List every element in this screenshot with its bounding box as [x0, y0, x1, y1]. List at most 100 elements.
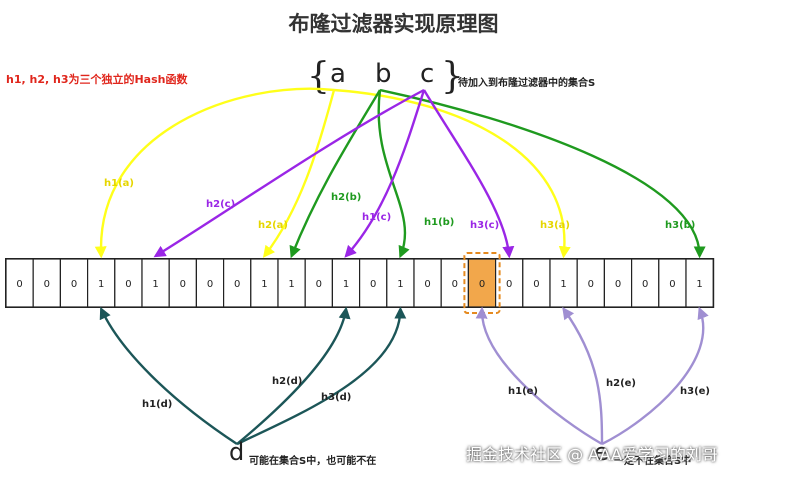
- bit-cell: 1: [86, 258, 116, 308]
- bit-value: 0: [642, 279, 648, 290]
- hash-arrow-d: h3(d): [236, 306, 407, 446]
- hash-arrow-e: h1(e): [475, 306, 603, 446]
- arrow-path: [289, 89, 382, 259]
- arrow-label: h2(c): [206, 199, 235, 210]
- bit-value: 0: [588, 279, 594, 290]
- bit-cell: 1: [685, 258, 714, 308]
- arrow-label: h2(b): [331, 192, 361, 203]
- set-note: 待加入到布隆过滤器中的集合S: [458, 78, 596, 89]
- bit-value: 0: [424, 279, 430, 290]
- arrow-path: [344, 89, 426, 258]
- arrow-path: [562, 307, 604, 445]
- element-d: d: [229, 438, 245, 466]
- bit-value: 1: [261, 279, 267, 290]
- element-d-note: 可能在集合S中，也可能不在: [249, 456, 377, 467]
- bit-cell: 0: [658, 258, 687, 308]
- bit-cell: 0: [59, 258, 89, 308]
- element-c: c: [420, 59, 435, 89]
- bit-cell: 0: [223, 258, 252, 308]
- hash-arrow-c: h3(c): [422, 89, 515, 259]
- element-b: b: [375, 59, 392, 89]
- arrow-path: [153, 88, 425, 258]
- bit-value: 0: [479, 279, 485, 290]
- bit-cell: 0: [359, 258, 388, 308]
- bit-value: 1: [696, 279, 702, 290]
- arrow-path: [377, 89, 410, 259]
- arrow-path: [236, 306, 407, 446]
- bit-value: 0: [180, 279, 186, 290]
- arrow-path: [94, 87, 335, 259]
- bit-cell: 0: [5, 258, 34, 308]
- arrow-label: h3(e): [680, 386, 710, 397]
- bit-value: 1: [560, 279, 566, 290]
- arrow-path: [236, 306, 351, 445]
- arrow-path: [262, 89, 336, 258]
- bit-value: 0: [506, 279, 512, 290]
- right-brace: }: [441, 56, 464, 97]
- bit-cell: 0: [413, 258, 442, 308]
- hash-arrow-d: h2(d): [236, 306, 351, 445]
- bit-value: 1: [288, 279, 294, 290]
- element-a: a: [330, 59, 346, 89]
- bit-cell: 0: [168, 258, 197, 308]
- hash-arrow-c: h1(c): [344, 89, 426, 258]
- bit-cell: 0: [114, 258, 143, 308]
- bit-value: 0: [16, 279, 22, 290]
- arrow-label: h1(d): [142, 399, 172, 410]
- bit-value: 0: [234, 279, 240, 290]
- hash-arrow-e: h2(e): [562, 307, 636, 445]
- bit-value: 1: [98, 279, 104, 290]
- hash-arrow-a: h2(a): [258, 89, 336, 258]
- arrow-label: h3(c): [470, 220, 499, 231]
- bit-value: 0: [316, 279, 322, 290]
- bit-value: 0: [533, 279, 539, 290]
- bit-value: 1: [343, 279, 349, 290]
- arrow-label: h3(a): [540, 220, 570, 231]
- arrow-path: [379, 88, 706, 259]
- arrow-path: [99, 306, 238, 446]
- hash-arrow-d: h1(d): [99, 306, 238, 446]
- left-brace: {: [307, 56, 330, 97]
- arrow-label: h3(b): [665, 220, 695, 231]
- bit-cell: 0: [195, 258, 225, 308]
- hash-arrow-b: h3(b): [379, 88, 706, 259]
- bit-cell: 1: [549, 258, 578, 308]
- arrow-path: [333, 88, 571, 259]
- arrow-label: h1(a): [104, 178, 134, 189]
- bit-value: 1: [152, 279, 158, 290]
- bit-cell: 1: [277, 258, 306, 308]
- bit-cell: 0: [467, 258, 497, 308]
- hash-arrow-a: h3(a): [333, 88, 571, 259]
- bit-cell: 1: [141, 258, 170, 308]
- arrow-label: h1(c): [362, 212, 391, 223]
- arrow-label: h2(e): [606, 378, 636, 389]
- bit-value: 0: [44, 279, 50, 290]
- arrow-label: h3(d): [321, 392, 351, 403]
- bit-cell: 0: [32, 258, 62, 308]
- arrow-path: [475, 306, 603, 446]
- bit-cell: 1: [331, 258, 361, 308]
- arrow-path: [422, 89, 515, 259]
- bit-value: 0: [615, 279, 621, 290]
- hash-arrow-b: h1(b): [377, 89, 454, 259]
- element-e: e: [594, 438, 609, 466]
- bit-value: 1: [397, 279, 403, 290]
- watermark: 掘金技术社区 @ AAA爱学习的刘哥: [466, 445, 718, 464]
- arrow-label: h2(d): [272, 376, 302, 387]
- diagram-title: 布隆过滤器实现原理图: [288, 12, 499, 36]
- bit-cell: 0: [630, 258, 660, 308]
- bit-value: 0: [125, 279, 131, 290]
- bit-cell: 0: [304, 258, 334, 308]
- element-e-note: 一定不在集合S中: [614, 456, 692, 467]
- bit-cell: 1: [386, 258, 415, 308]
- bit-value: 0: [370, 279, 376, 290]
- hash-arrow-c: h2(c): [153, 88, 425, 258]
- arrow-label: h2(a): [258, 220, 288, 231]
- bit-value: 0: [71, 279, 77, 290]
- hash-functions-note: h1, h2, h3为三个独立的Hash函数: [6, 73, 188, 86]
- bit-cell: 0: [603, 258, 633, 308]
- arrow-label: h1(e): [508, 386, 538, 397]
- hash-arrow-a: h1(a): [94, 87, 335, 259]
